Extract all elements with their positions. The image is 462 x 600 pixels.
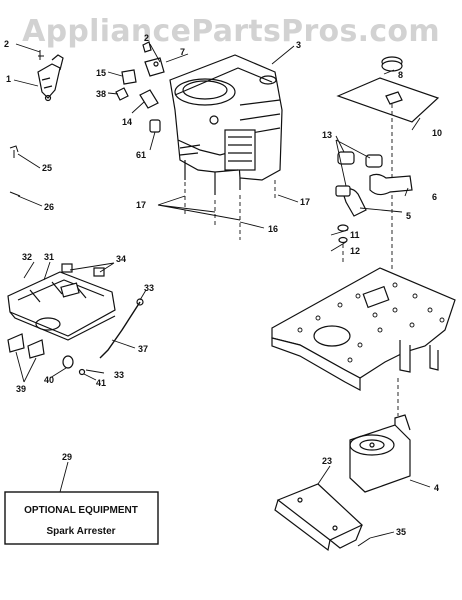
watermark-text: AppliancePartsPros.com [22,14,440,49]
throttle-bracket-part [37,50,64,102]
muffler-part [349,414,411,493]
callout-39: 39 [16,384,26,394]
callout-6: 6 [432,192,437,202]
callout-2: 2 [4,39,9,49]
callout-61: 61 [136,150,146,160]
chassis-plate-part [271,267,456,391]
optional-equipment-item: Spark Arrester [46,526,115,537]
optional-equipment-box [4,491,159,545]
optional-equipment-title: OPTIONAL EQUIPMENT [24,505,138,516]
callout-1: 1 [6,74,11,84]
callout-37: 37 [138,344,148,354]
callout-4: 4 [434,483,439,493]
callout-7: 7 [180,47,185,57]
callout-11: 11 [350,230,360,240]
callout-8: 8 [398,70,403,80]
heat-shield-part [274,483,364,552]
callout-14: 14 [122,117,132,127]
spark-arrester-part [7,263,144,376]
callout-33a: 33 [144,283,154,293]
callout-41: 41 [96,378,106,388]
callout-17b: 17 [300,197,310,207]
callout-23: 23 [322,456,332,466]
callout-10: 10 [432,128,442,138]
callout-5: 5 [406,211,411,221]
callout-numbers: 2 1 2 3 7 15 38 14 61 8 10 13 6 5 11 12 … [4,33,442,537]
callout-2b: 2 [144,33,149,43]
callout-40: 40 [44,375,54,385]
callout-35: 35 [396,527,406,537]
callout-26: 26 [44,202,54,212]
engine-part [169,54,283,195]
callout-33b: 33 [114,370,124,380]
fuel-parts-group [115,41,165,133]
callout-29: 29 [62,452,72,462]
callout-13: 13 [322,130,332,140]
callout-15: 15 [96,68,106,78]
callout-3: 3 [296,40,301,50]
callout-17a: 17 [136,200,146,210]
exhaust-pipes-part [335,151,413,262]
callout-34: 34 [116,254,126,264]
callout-38: 38 [96,89,106,99]
callout-25: 25 [42,163,52,173]
callout-12: 12 [350,246,360,256]
intake-cover-part [336,56,440,270]
callout-32: 32 [22,252,32,262]
callout-31: 31 [44,252,54,262]
callout-16: 16 [268,224,278,234]
